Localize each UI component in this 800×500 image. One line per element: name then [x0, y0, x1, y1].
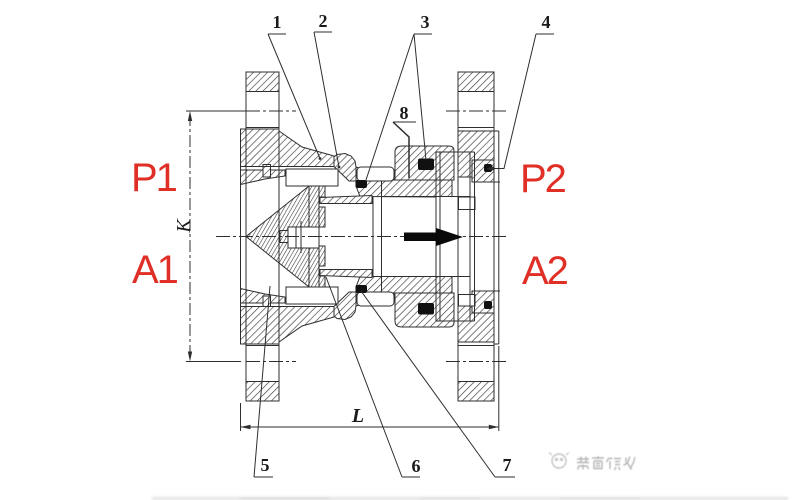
svg-text:6: 6 — [412, 456, 421, 476]
svg-text:4: 4 — [542, 12, 551, 32]
svg-text:P2: P2 — [520, 157, 566, 201]
svg-text:K: K — [173, 218, 195, 234]
svg-text:L: L — [351, 405, 364, 427]
svg-text:A2: A2 — [522, 249, 568, 293]
svg-text:A1: A1 — [132, 248, 178, 292]
svg-text:7: 7 — [503, 455, 512, 475]
svg-text:3: 3 — [421, 12, 430, 32]
svg-text:5: 5 — [261, 455, 270, 475]
svg-text:P1: P1 — [131, 156, 177, 200]
svg-text:2: 2 — [319, 11, 328, 31]
svg-text:1: 1 — [273, 12, 282, 32]
svg-text:8: 8 — [400, 103, 409, 123]
